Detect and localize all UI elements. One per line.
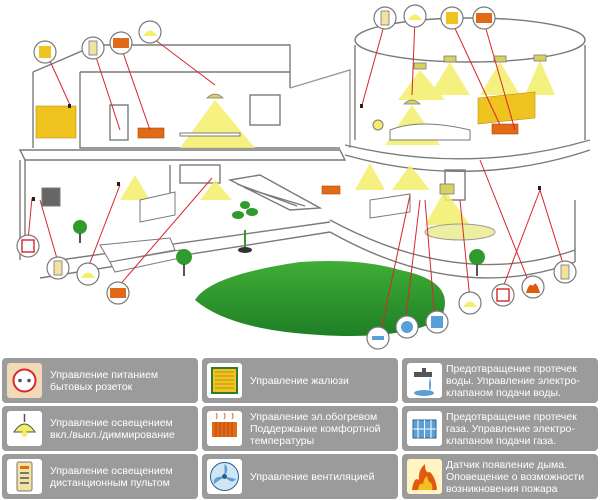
legend-item-blinds: Управление жалюзи [202,358,398,403]
legend-label: Управление питанием бытовых розеток [50,368,159,393]
legend-label: Предотвращение протечек воды. Управление… [446,362,580,399]
water-leak-valve-icon [407,363,442,398]
legend-item-ventilation: Управление вентиляцией [202,454,398,499]
legend-label: Управление эл.обогревом Поддержание комф… [250,410,381,447]
legend-item-sockets: Управление питанием бытовых розеток [2,358,198,403]
legend-label: Предотвращение протечек газа. Управление… [446,410,577,447]
ventilation-fan-icon [207,459,242,494]
sensor-points [32,104,541,201]
radiators [137,123,519,195]
power-socket-icon [7,363,42,398]
legend-label: Управление жалюзи [250,374,349,387]
legend-label: Управление вентиляцией [250,470,375,483]
light-cones [120,60,555,225]
legend-item-remote: Управление освещением дистанционным пуль… [2,454,198,499]
window-blinds [35,91,536,139]
plants [73,201,485,276]
legend-panel: Управление питанием бытовых розеток Упра… [0,355,600,500]
ceiling-lamps [206,54,547,195]
legend-label: Управление освещением дистанционным пуль… [50,464,173,489]
legend-item-fire: Датчик появление дыма. Оповещение о возм… [402,454,598,499]
legend-item-water: Предотвращение протечек воды. Управление… [402,358,598,403]
furniture [41,119,496,273]
callout-lines [27,17,566,336]
legend-label: Управление освещением вкл./выкл./диммиро… [50,416,175,441]
smart-home-illustration [16,4,591,350]
legend-label: Датчик появление дыма. Оповещение о возм… [446,458,585,495]
window-blinds-icon [207,363,242,398]
lawn [195,261,445,336]
legend-item-lighting: Управление освещением вкл./выкл./диммиро… [2,406,198,451]
remote-control-icon [7,459,42,494]
fire-smoke-alarm-icon [407,459,442,494]
legend-item-heating: Управление эл.обогревом Поддержание комф… [202,406,398,451]
callout-icons [16,4,577,350]
legend-item-gas: Предотвращение протечек газа. Управление… [402,406,598,451]
ceiling-lamp-icon [7,411,42,446]
gas-leak-icon [407,411,442,446]
radiator-heating-icon [207,411,242,446]
